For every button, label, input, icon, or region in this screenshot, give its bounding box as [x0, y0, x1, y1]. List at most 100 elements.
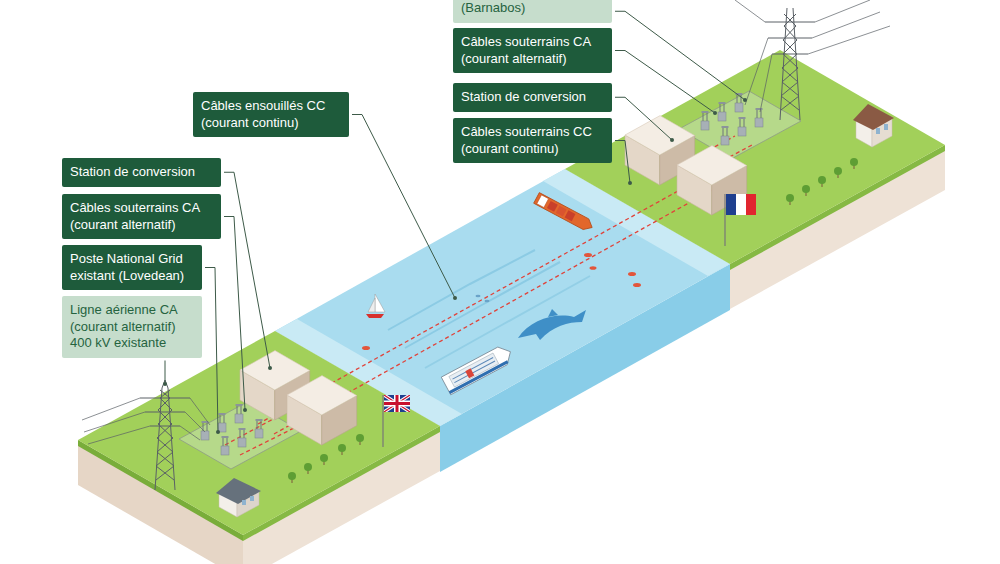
uk-flag — [383, 395, 410, 447]
french-flag — [736, 194, 746, 215]
leader-line — [165, 361, 166, 385]
substation-equipment-set — [755, 108, 763, 127]
trees — [304, 463, 312, 474]
pylon — [781, 14, 799, 110]
trees — [818, 176, 826, 187]
substation-equipment-set — [255, 419, 263, 438]
callout-box: Station de conversion — [62, 158, 221, 187]
land-top — [78, 50, 945, 535]
substation-equipment-set — [718, 102, 726, 121]
callout-text: Câbles ensouillés CC (courant continu) — [201, 98, 341, 131]
callout-box: Ligne aérienne CA (courant alternatif) 4… — [62, 296, 202, 358]
trees — [338, 444, 346, 455]
leader-line — [615, 11, 745, 100]
trees — [288, 158, 858, 483]
pylon — [735, 0, 890, 120]
leader-dot — [268, 366, 272, 370]
pylon — [88, 426, 150, 444]
uk-flag — [384, 395, 410, 412]
callout-box: Câbles souterrains CA (courant alternati… — [62, 194, 221, 239]
house — [250, 496, 254, 501]
leader-line — [352, 115, 455, 299]
uk-flag — [384, 395, 410, 412]
callout-text: Station de conversion — [70, 164, 213, 181]
house — [216, 478, 261, 517]
sailboat — [368, 298, 375, 312]
uk-flag — [384, 395, 410, 412]
cargo-ship — [534, 193, 595, 233]
pylon — [760, 54, 772, 112]
house — [216, 478, 261, 504]
substation-equipment-set — [238, 428, 246, 447]
leader-dot — [163, 382, 167, 386]
cruise-ship — [453, 357, 494, 379]
cruise-ship — [441, 343, 515, 395]
leader-dot — [743, 98, 747, 102]
uk-flag — [384, 395, 410, 412]
house — [242, 500, 246, 505]
leader-line — [224, 172, 270, 368]
sailboat — [366, 314, 384, 318]
fish — [485, 300, 490, 303]
uk-flag — [384, 402, 410, 405]
pylon — [772, 54, 808, 55]
converter-buildings — [287, 376, 357, 445]
leader-line — [615, 97, 672, 140]
cable-route — [240, 425, 300, 455]
callout-box: Câbles souterrains CA (courant alternati… — [453, 28, 612, 73]
cruise-ship — [441, 343, 515, 395]
pylon — [156, 390, 174, 480]
cargo-ship — [565, 210, 576, 221]
french-flag — [726, 194, 736, 215]
callout-text: Câbles souterrains CA (courant alternati… — [461, 34, 604, 67]
land-top — [565, 50, 945, 264]
trees — [786, 194, 794, 205]
callout-box: Station de conversion — [453, 83, 612, 112]
leader-dot — [243, 408, 247, 412]
french-flag — [725, 194, 756, 246]
substation-equipment-set — [201, 93, 763, 455]
cable-route — [225, 136, 752, 455]
leader-line — [205, 268, 218, 433]
trees — [834, 167, 842, 178]
leader-dot — [216, 430, 220, 434]
fish — [628, 272, 636, 276]
pylon — [735, 0, 765, 22]
callout-text: Station de conversion — [461, 89, 604, 106]
dolphin — [518, 309, 586, 340]
pylon — [84, 412, 145, 432]
fish — [584, 253, 592, 257]
pylon — [140, 398, 190, 399]
dolphin — [548, 309, 558, 317]
fish — [633, 283, 641, 287]
trees — [850, 158, 858, 169]
callout-box: Câbles souterrains CC (courant continu) — [453, 118, 612, 163]
pylon — [768, 38, 812, 39]
leader-dot — [628, 181, 632, 185]
house — [876, 128, 880, 134]
house — [884, 124, 888, 130]
uk-flag — [384, 395, 410, 412]
french-flag — [746, 194, 756, 215]
pylon — [185, 412, 205, 432]
callout-box: Poste National Grid existant (Lovedean) — [62, 245, 202, 290]
leader-dot — [713, 111, 717, 115]
house — [853, 104, 894, 130]
trees — [320, 454, 328, 465]
pylon — [765, 22, 815, 23]
pylon — [156, 390, 174, 480]
sailboat — [366, 294, 385, 318]
callout-text: Câbles souterrains CA (courant alternati… — [70, 200, 213, 233]
pylon — [82, 380, 210, 490]
substation-equipment-set — [738, 117, 746, 136]
cargo-ship — [556, 206, 567, 217]
house — [853, 104, 894, 147]
pylon — [145, 412, 185, 413]
pylon — [180, 426, 200, 440]
uk-flag — [384, 395, 410, 412]
leader-dot — [670, 138, 674, 142]
leader-line — [224, 217, 245, 411]
callout-text: Poste National Grid existant (Lovedean) — [70, 251, 194, 284]
callout-text: Câbles souterrains CC (courant continu) — [461, 124, 604, 157]
